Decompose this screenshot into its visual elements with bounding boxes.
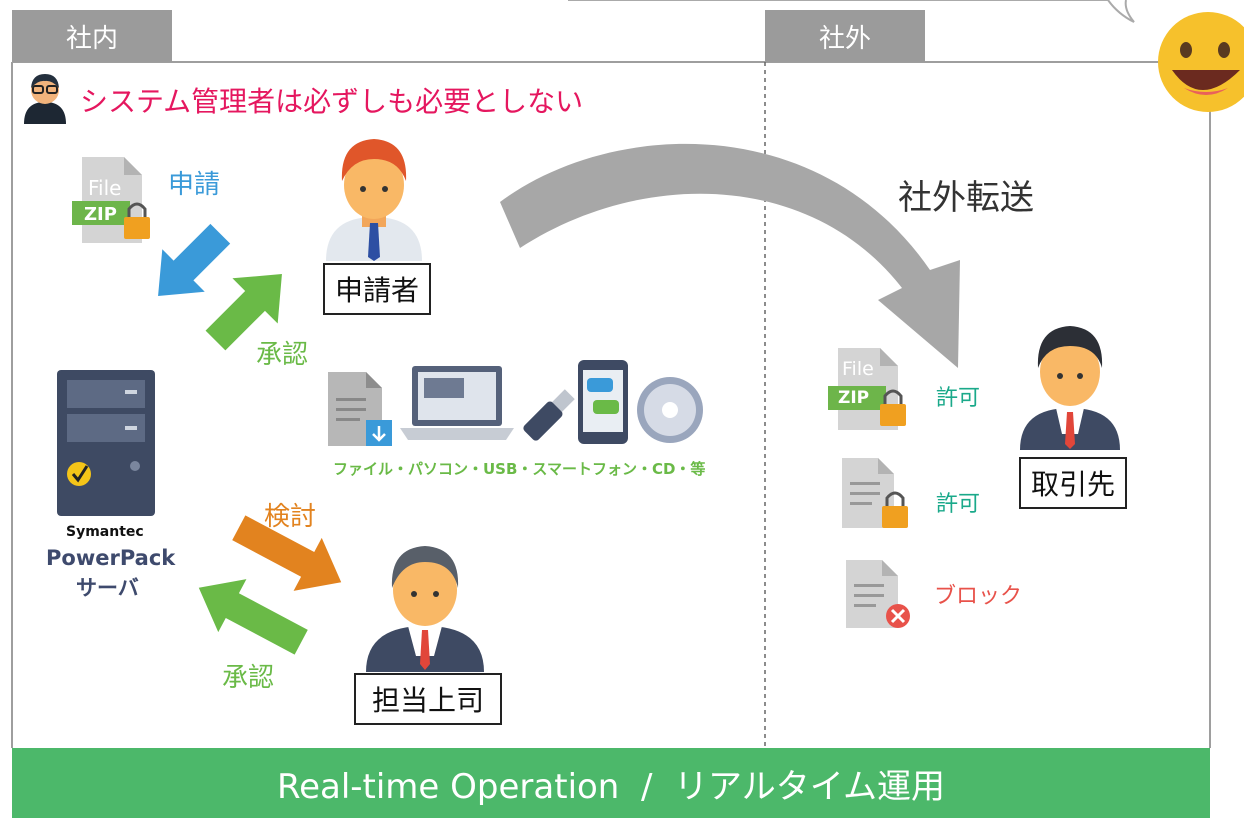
supervisor-label: 担当上司 xyxy=(354,673,502,725)
approve-label-1: 承認 xyxy=(256,340,309,370)
admin-avatar-icon xyxy=(24,74,66,124)
tab-external: 社外 xyxy=(765,10,925,62)
zip-word-1: ZIP xyxy=(84,204,117,225)
applicant-avatar-icon xyxy=(326,139,422,261)
status-zip-lock-icon xyxy=(828,348,906,430)
status-label-3: ブロック xyxy=(934,584,1023,609)
status-label-1: 許可 xyxy=(936,386,981,411)
supervisor-avatar-icon xyxy=(366,546,484,672)
zip-word-2: ZIP xyxy=(838,388,870,408)
file-word-1: File xyxy=(88,176,122,200)
admin-note: システム管理者は必ずしも必要としない xyxy=(80,85,584,118)
status-label-2: 許可 xyxy=(936,492,981,517)
usb-drive-icon xyxy=(523,389,575,441)
tab-internal: 社内 xyxy=(12,10,172,62)
request-label: 申請 xyxy=(168,170,221,200)
laptop-icon xyxy=(400,366,514,440)
external-transfer-arrow xyxy=(500,143,960,368)
server-icon xyxy=(57,370,155,516)
status-document-lock-icon xyxy=(842,458,908,528)
document-download-icon xyxy=(328,372,392,446)
footer-banner-text: Real-time Operation / リアルタイム運用 xyxy=(276,766,946,807)
cd-disc-icon xyxy=(637,377,703,443)
transfer-label: 社外転送 xyxy=(898,178,1034,218)
partner-avatar-icon xyxy=(1020,326,1120,450)
file-word-2: File xyxy=(842,358,874,380)
applicant-label: 申請者 xyxy=(323,263,431,315)
devices-icon-row xyxy=(328,360,703,446)
status-document-blocked-icon xyxy=(846,560,910,628)
review-label: 検討 xyxy=(264,502,317,532)
zip-file-lock-icon xyxy=(72,157,150,243)
approve-label-2: 承認 xyxy=(222,663,275,693)
partner-label: 取引先 xyxy=(1019,457,1127,509)
smiley-face-icon xyxy=(1158,12,1244,112)
server-product: PowerPack xyxy=(46,546,176,570)
workflow-arrows xyxy=(158,223,342,655)
footer-banner: Real-time Operation / リアルタイム運用 xyxy=(12,748,1210,818)
server-role: サーバ xyxy=(76,576,139,600)
devices-caption: ファイル・パソコン・USB・スマートフォン・CD・等 xyxy=(333,460,706,478)
server-brand: Symantec xyxy=(66,524,144,540)
smartphone-icon xyxy=(578,360,628,444)
